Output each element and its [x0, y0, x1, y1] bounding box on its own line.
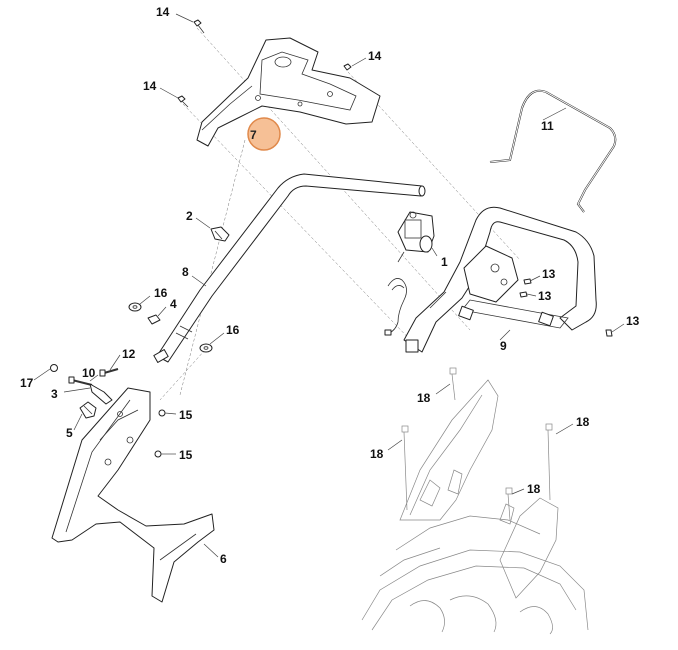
screw-14-right[interactable]	[343, 63, 352, 71]
washer-16-right[interactable]	[199, 343, 213, 353]
callout-5[interactable]: 5	[66, 426, 73, 440]
callout-18-right[interactable]: 18	[576, 415, 590, 429]
bolt-part-12[interactable]	[99, 368, 119, 377]
callout-13-upper[interactable]: 13	[542, 267, 556, 281]
callout-1[interactable]: 1	[441, 255, 448, 269]
callout-9[interactable]: 9	[500, 339, 507, 353]
cable-harness	[384, 278, 407, 336]
callout-14-left[interactable]: 14	[143, 79, 157, 93]
screw-14-left[interactable]	[177, 95, 189, 108]
screw-13-upper[interactable]	[523, 278, 532, 285]
callout-13-right[interactable]: 13	[626, 314, 640, 328]
callout-2[interactable]: 2	[186, 209, 193, 223]
screw-15-lower[interactable]	[154, 450, 162, 458]
nut-part-17[interactable]	[50, 364, 58, 372]
knob-part-5[interactable]	[79, 401, 97, 419]
upper-cover-part[interactable]	[196, 37, 381, 147]
callout-10[interactable]: 10	[82, 366, 96, 380]
screw-15-upper[interactable]	[158, 409, 166, 417]
callout-15-upper[interactable]: 15	[179, 408, 193, 422]
callout-13-lower[interactable]: 13	[538, 289, 552, 303]
callout-8[interactable]: 8	[182, 265, 189, 279]
clip-part-2[interactable]	[210, 226, 230, 242]
washer-16-left[interactable]	[128, 302, 142, 312]
callout-18-top[interactable]: 18	[417, 391, 431, 405]
lower-bracket-part-6[interactable]	[51, 387, 215, 603]
callout-6[interactable]: 6	[220, 552, 227, 566]
bolt-part-10[interactable]	[68, 376, 93, 386]
handle-bar-part[interactable]	[153, 173, 426, 363]
screw-13-lower[interactable]	[519, 291, 528, 298]
callout-16-left[interactable]: 16	[154, 286, 168, 300]
callout-14-top[interactable]: 14	[156, 5, 170, 19]
lever-part-3[interactable]	[89, 383, 113, 405]
screw-14-top[interactable]	[193, 19, 205, 34]
callout-labels: 14 14 14 11 2 1 8 13 13 13 16 4 16 9 12 …	[20, 5, 640, 566]
callout-17[interactable]: 17	[20, 376, 34, 390]
leader-lines	[33, 13, 625, 558]
callout-18-bottom[interactable]: 18	[527, 482, 541, 496]
bushing-part-4[interactable]	[147, 314, 161, 325]
callout-7: 7	[250, 128, 257, 142]
chassis-reference-ghost	[361, 367, 589, 635]
callout-12[interactable]: 12	[122, 347, 136, 361]
screw-13-right[interactable]	[605, 329, 613, 337]
callout-18-left[interactable]: 18	[370, 447, 384, 461]
callout-16-right[interactable]: 16	[226, 323, 240, 337]
callout-3[interactable]: 3	[51, 387, 58, 401]
switch-box-part-1[interactable]	[397, 211, 435, 263]
bail-wire-part-11[interactable]	[489, 89, 617, 213]
callout-14-right[interactable]: 14	[368, 49, 382, 63]
upper-handle-part-9[interactable]	[403, 206, 597, 353]
callout-4[interactable]: 4	[170, 297, 177, 311]
callout-15-lower[interactable]: 15	[179, 448, 193, 462]
highlighted-callout-7[interactable]: 7	[247, 117, 281, 151]
callout-11[interactable]: 11	[541, 119, 554, 133]
